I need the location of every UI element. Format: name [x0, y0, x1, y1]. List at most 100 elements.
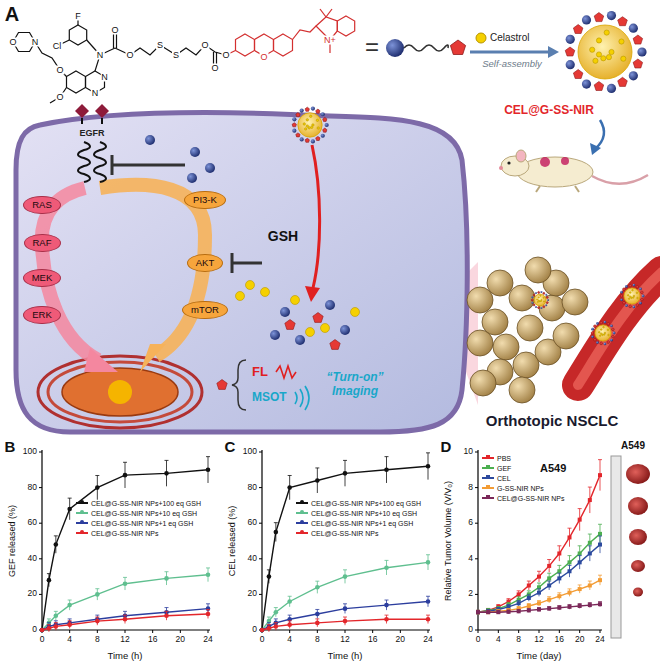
error-cap: [165, 460, 169, 461]
error-cap: [288, 615, 292, 616]
nir-pentagon: [594, 325, 597, 328]
celastrol-ball: [593, 58, 598, 63]
nir-pentagon: [323, 128, 327, 132]
error-cap: [206, 603, 210, 604]
data-line: [42, 614, 208, 630]
y-axis: [41, 450, 42, 630]
gefitinib-ball: [545, 304, 547, 306]
tick-label: 24: [423, 635, 432, 645]
tick-label: 4: [67, 635, 72, 645]
data-marker: [557, 569, 561, 573]
nir-pentagon: [543, 306, 545, 308]
data-marker: [568, 569, 572, 573]
error-cap: [557, 592, 561, 593]
nir-pentagon: [323, 117, 327, 121]
data-marker: [384, 617, 389, 622]
art-path: [78, 142, 90, 182]
error-cap: [315, 467, 319, 468]
data-marker: [287, 599, 292, 604]
error-cap: [517, 596, 521, 597]
mouse: [499, 150, 648, 192]
data-marker: [95, 619, 100, 624]
error-cap: [315, 609, 319, 610]
data-marker: [287, 617, 292, 622]
data-marker: [40, 628, 45, 633]
celastrol-ball: [596, 38, 601, 43]
tick-label: 80: [28, 483, 37, 493]
gefitinib-ball: [596, 322, 599, 325]
celastrol-ball: [310, 115, 312, 117]
celastrol-ball: [303, 123, 305, 125]
data-marker: [557, 606, 561, 610]
error-cap: [557, 545, 561, 546]
celastrol-ball: [540, 295, 541, 296]
nir-pentagon: [618, 77, 628, 86]
data-marker: [527, 596, 531, 600]
gefitinib-ball: [610, 324, 613, 327]
error-cap: [426, 554, 430, 555]
gefitinib-ball: [535, 306, 537, 308]
data-marker: [588, 551, 592, 555]
tick-label: 0: [468, 625, 473, 635]
error-cap: [568, 588, 572, 589]
data-marker: [588, 603, 592, 607]
signal-label: FL: [252, 365, 268, 380]
imaging-label: “Turn-on” Imaging: [315, 371, 395, 399]
data-marker: [598, 578, 602, 582]
atom-label: F: [74, 12, 82, 21]
tumor-cell: [513, 352, 539, 378]
art-circle: [507, 161, 510, 164]
gefitinib-ball: [321, 134, 325, 138]
error-cap: [588, 602, 592, 603]
data-line: [262, 466, 428, 630]
gefitinib-ball: [637, 47, 646, 56]
atom-label: S: [156, 41, 164, 50]
data-marker: [67, 603, 72, 608]
gefitinib-ball: [325, 123, 329, 127]
data-marker: [568, 605, 572, 609]
tick-label: 8: [315, 635, 320, 645]
axis-title: Time (day): [516, 651, 561, 662]
vessel-highlight: [578, 272, 660, 385]
data-marker: [578, 560, 582, 564]
gefitinib-ball: [386, 39, 404, 57]
error-cap: [47, 622, 51, 623]
error-cap: [588, 534, 592, 535]
celastrol-ball: [607, 329, 609, 331]
error-cap: [557, 565, 561, 566]
gefitinib-ball: [604, 321, 607, 324]
nir-pentagon: [305, 107, 309, 111]
celastrol-ball: [538, 300, 539, 301]
tick-label: 0: [32, 625, 37, 635]
error-cap: [343, 603, 347, 604]
gefitinib-ball: [629, 24, 638, 33]
error-cap: [527, 590, 531, 591]
node-text: mTOR: [191, 305, 219, 315]
data-marker: [95, 485, 100, 490]
art-line: [232, 262, 262, 265]
data-marker: [40, 628, 45, 633]
gefitinib-ball: [540, 307, 542, 309]
error-cap: [165, 571, 169, 572]
pathway-node: RAF: [24, 234, 61, 252]
celastrol-ball: [596, 52, 601, 57]
error-cap: [123, 615, 127, 616]
data-marker: [384, 565, 389, 570]
data-marker: [426, 617, 431, 622]
art-ellipse: [629, 529, 647, 545]
gefitinib-ball: [566, 35, 575, 44]
error-cap: [568, 528, 572, 529]
legend-item: CEL@G-SS-NIR NPs+100 eq GSH: [76, 499, 201, 507]
celastrol-ball: [543, 297, 544, 298]
gsh-arrow: [312, 145, 320, 288]
error-cap: [588, 545, 592, 546]
celastrol-ball: [311, 126, 313, 128]
celastrol-ball: [537, 301, 538, 302]
data-marker: [578, 587, 582, 591]
data-marker: [315, 585, 320, 590]
tick-label: 0: [260, 635, 265, 645]
celastrol-ball: [628, 298, 630, 300]
data-marker: [496, 610, 500, 614]
error-cap: [206, 456, 210, 457]
gefitinib-ball: [582, 79, 591, 88]
